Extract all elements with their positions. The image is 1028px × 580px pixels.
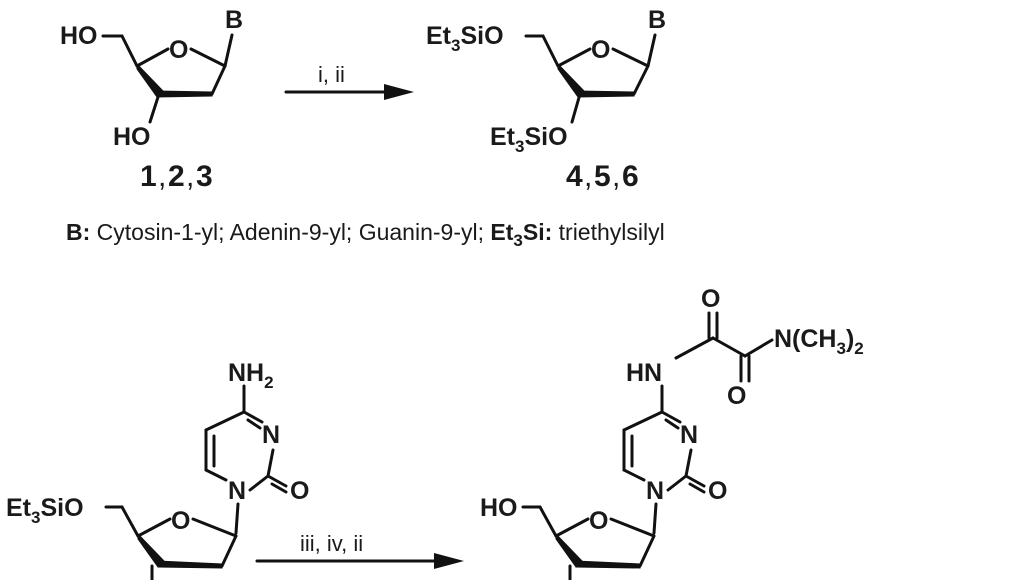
bond [638,534,656,568]
product-2-structure: O N(CH3)2 O HN N N O HO O [480,285,864,580]
bond [266,474,288,488]
bond [622,468,646,482]
wedge-bond [156,90,213,98]
reactant-2-structure: NH2 N N O Et3SiO O [6,359,309,580]
bond [711,336,747,358]
oxalyl-oxygen-bottom-label: O [727,382,746,410]
bond [666,474,688,492]
dimethylamino-label: N(CH3)2 [774,325,864,358]
bond [541,34,560,68]
bond [136,517,172,538]
reactant-1-structure: HO O B HO 1 , 2 , 3 [60,6,243,193]
ring-nitrogen-label: N [262,421,280,449]
bond [204,468,228,482]
silyl-ether-3prime-label: Et3SiO [490,123,568,156]
reaction-arrow-2: iii, iv, ii [255,531,464,569]
bond [120,505,140,538]
carbonyl-oxygen-label: O [708,477,727,505]
bond [148,92,161,124]
base-label: B [225,6,243,34]
ho-5prime-label: HO [60,22,98,50]
ho-3prime-label: HO [113,123,151,151]
silyl-ether-5prime-label: Et3SiO [426,22,504,55]
product-1-structure: Et3SiO O B Et3SiO 4 , 5 , 6 [426,6,666,193]
bond [652,502,658,535]
compound-number-1: 1 [140,160,157,193]
bond [684,448,693,478]
comma: , [584,160,592,193]
ring-nitrogen-label: N [680,421,698,449]
bond [664,418,680,430]
bond [246,418,262,430]
ring-oxygen-label: O [589,507,608,535]
ring-oxygen-label: O [171,507,190,535]
bond [223,33,234,68]
bond [234,502,240,535]
oxalyl-oxygen-top-label: O [701,285,720,313]
n1-label: N [646,477,664,505]
bond [611,47,650,68]
bond [646,33,657,68]
comma: , [186,160,194,193]
bond [135,47,170,68]
legend-line: B: Cytosin-1-yl; Adenin-9-yl; Guanin-9-y… [66,219,665,250]
conditions-label-2: iii, iv, ii [300,531,363,556]
bond [189,47,227,68]
amide-nh-label: HN [626,359,662,387]
wedge-bond [575,560,641,569]
bond [554,517,590,538]
comma: , [158,160,166,193]
bond [660,410,682,424]
bond [556,47,592,68]
amino-group-label: NH2 [228,359,274,392]
bond [632,64,650,96]
ho-5prime-label: HO [480,494,518,522]
wedge-bond [157,560,223,569]
bond [538,505,558,538]
compound-number-6: 6 [622,160,639,193]
reaction-arrow-1: i, ii [284,62,414,100]
conditions-label-1: i, ii [318,62,345,87]
compound-number-4: 4 [566,160,583,193]
bond [191,517,238,538]
arrowhead [434,553,464,569]
bond [609,517,656,538]
wedge-bond [577,90,635,98]
bond [688,482,706,494]
bond [570,92,582,124]
compound-number-5: 5 [594,160,611,193]
carbonyl-oxygen-label: O [290,477,309,505]
bond [674,336,715,360]
bond [242,410,264,424]
compound-number-3: 3 [196,160,213,193]
bond [204,410,246,432]
ring-oxygen-label: O [169,36,188,64]
silyl-ether-label: Et3SiO [6,494,84,527]
comma: , [612,160,620,193]
bond [210,64,227,96]
bond [684,474,706,488]
bond [743,338,774,358]
bond [220,534,238,568]
base-label: B [648,6,666,34]
bond [120,34,139,68]
ring-oxygen-label: O [591,36,610,64]
compound-number-2: 2 [168,160,185,193]
bond [270,482,288,494]
bond [622,410,664,432]
bond [248,474,270,492]
n1-label: N [228,477,246,505]
bond [266,448,275,478]
arrowhead [384,84,414,100]
